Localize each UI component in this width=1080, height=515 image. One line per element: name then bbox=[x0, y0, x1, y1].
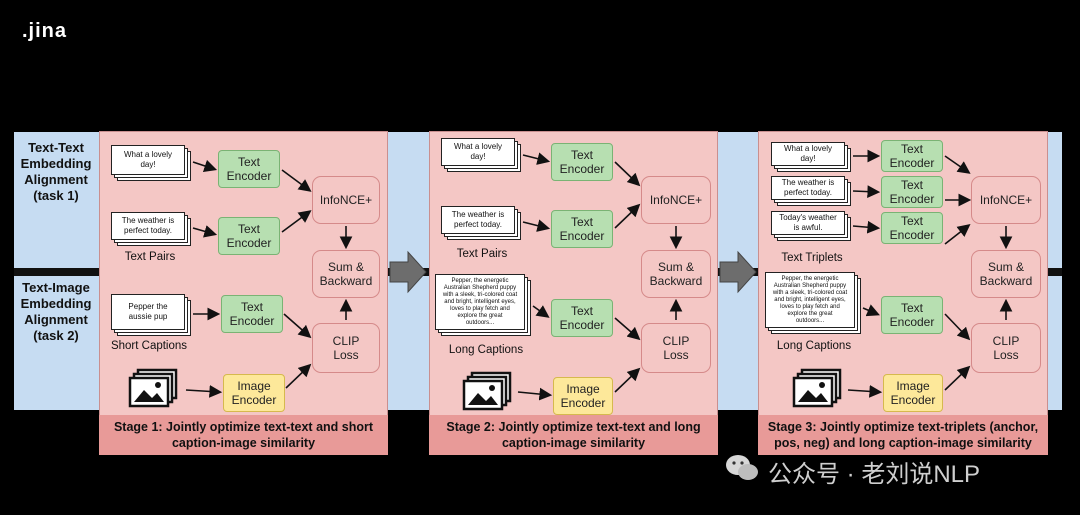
stage2-infonce: InfoNCE+ bbox=[641, 176, 711, 224]
jina-logo: .jina bbox=[22, 20, 68, 42]
image-stack-icon bbox=[792, 368, 842, 408]
row1-label: Text-Text Embedding Alignment (task 1) bbox=[20, 140, 92, 203]
stage1-captions-label: Short Captions bbox=[110, 340, 188, 352]
stage3-infonce: InfoNCE+ bbox=[971, 176, 1041, 224]
image-stack-icon bbox=[462, 371, 512, 411]
watermark-text: 公众号 · 老刘说NLP bbox=[768, 461, 981, 488]
stage1-sum-backward: Sum &Backward bbox=[312, 250, 380, 298]
row2-label: Text-Image Embedding Alignment (task 2) bbox=[20, 280, 92, 343]
wechat-icon bbox=[726, 455, 758, 480]
stage3-sum-backward: Sum &Backward bbox=[971, 250, 1041, 298]
stage2-captions-label: Long Captions bbox=[448, 344, 524, 356]
gray-arrow-icon bbox=[389, 250, 427, 294]
stage2-sum-backward: Sum &Backward bbox=[641, 250, 711, 298]
stage3-captions-label: Long Captions bbox=[776, 340, 852, 352]
gray-arrow-icon bbox=[719, 250, 757, 294]
stage2-footer: Stage 2: Jointly optimize text-text and … bbox=[429, 415, 718, 455]
image-stack-icon bbox=[128, 368, 178, 408]
stage1-footer: Stage 1: Jointly optimize text-text and … bbox=[99, 415, 388, 455]
stage3-triplets-label: Text Triplets bbox=[781, 252, 843, 264]
stage3-footer: Stage 3: Jointly optimize text-triplets … bbox=[758, 415, 1048, 455]
stage1-pairs-label: Text Pairs bbox=[124, 251, 176, 263]
stage1-infonce: InfoNCE+ bbox=[312, 176, 380, 224]
stage2-pairs-label: Text Pairs bbox=[456, 248, 508, 260]
